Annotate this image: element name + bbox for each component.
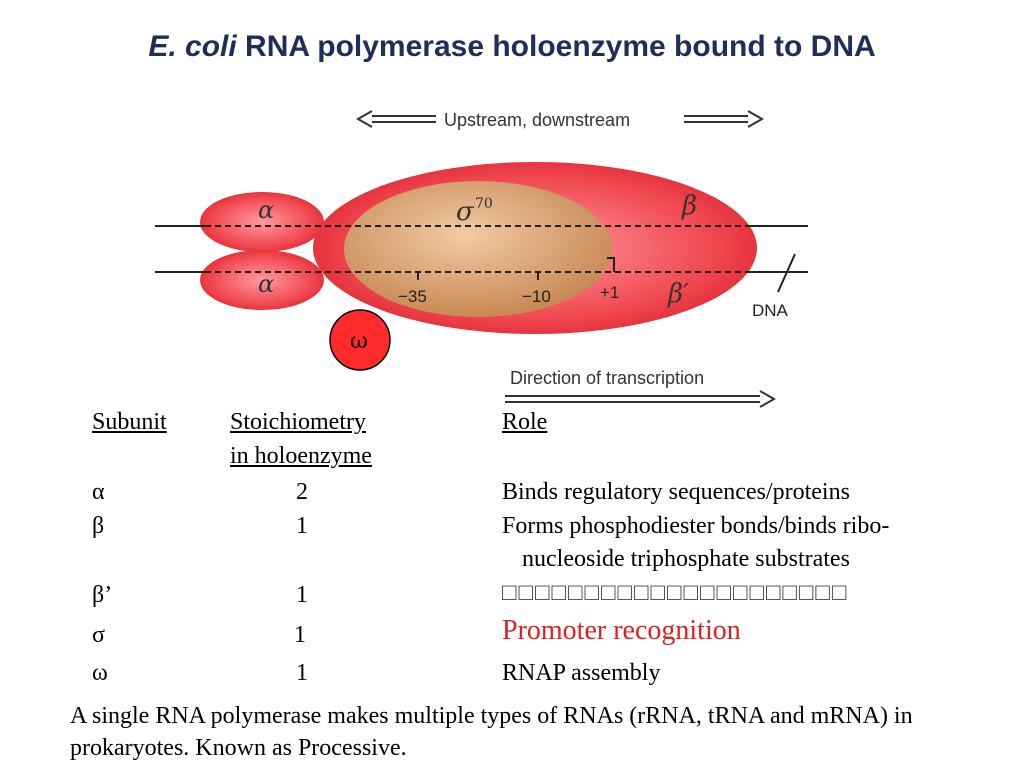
row-beta-count: 1 <box>296 513 308 539</box>
alpha-lobe-top <box>200 192 324 252</box>
sigma-label: σ <box>456 197 475 227</box>
row-alpha-role: Binds regulatory sequences/proteins <box>502 479 850 505</box>
header-stoichiometry: Stoichiometry <box>230 409 366 435</box>
holoenzyme-body <box>200 162 757 334</box>
title-italic: E. coli <box>148 30 237 63</box>
sigma-superscript: 70 <box>475 196 493 212</box>
upstream-downstream-label: Upstream, downstream <box>444 110 630 130</box>
minus35-label: −35 <box>398 287 427 306</box>
direction-arrow <box>505 390 777 408</box>
upstream-downstream-arrow <box>355 110 765 128</box>
plus1-label: +1 <box>600 283 619 302</box>
header-subunit: Subunit <box>92 409 167 435</box>
omega-subunit <box>329 309 391 371</box>
sigma-subunit <box>344 181 612 317</box>
row-sigma-count: 1 <box>294 622 306 648</box>
footer-note: A single RNA polymerase makes multiple t… <box>70 703 913 761</box>
row-omega-count: 1 <box>296 660 308 686</box>
minus10-label: −10 <box>522 287 551 306</box>
title-rest: RNA polymerase holoenzyme bound to DNA <box>236 30 876 63</box>
row-beta-role: Forms phosphodiester bonds/binds ribo- <box>502 513 890 539</box>
row-omega-subunit: ω <box>92 660 108 686</box>
header-role: Role <box>502 409 548 435</box>
row-omega-role: RNAP assembly <box>502 660 661 686</box>
alpha-bottom-label: α <box>258 270 274 298</box>
dna-label: DNA <box>752 301 789 320</box>
omega-label: ω <box>350 329 368 354</box>
header-stoichiometry-2: in holoenzyme <box>230 443 372 469</box>
row-betaprime-subunit: β’ <box>92 582 113 608</box>
alpha-lobe-bottom <box>200 250 324 310</box>
dna-strands <box>155 225 808 293</box>
beta-label: β <box>681 191 697 221</box>
row-alpha-subunit: α <box>92 479 105 505</box>
row-beta-role-2: nucleoside triphosphate substrates <box>522 546 850 572</box>
row-betaprime-count: 1 <box>296 582 308 608</box>
rnap-diagram: Upstream, downstream α α σ 70 β β′ −35 −… <box>155 110 808 408</box>
row-betaprime-role: □□□□□□□□□□□□□□□□□□□□□ <box>502 580 849 606</box>
row-beta-subunit: β <box>92 513 105 539</box>
page-title: E. coli RNA polymerase holoenzyme bound … <box>0 30 1024 64</box>
alpha-top-label: α <box>258 196 274 224</box>
direction-label: Direction of transcription <box>510 368 704 388</box>
row-sigma-subunit: σ <box>92 622 105 648</box>
beta-prime-label: β′ <box>667 279 689 309</box>
row-sigma-role: Promoter recognition <box>502 615 741 646</box>
row-alpha-count: 2 <box>296 479 308 505</box>
